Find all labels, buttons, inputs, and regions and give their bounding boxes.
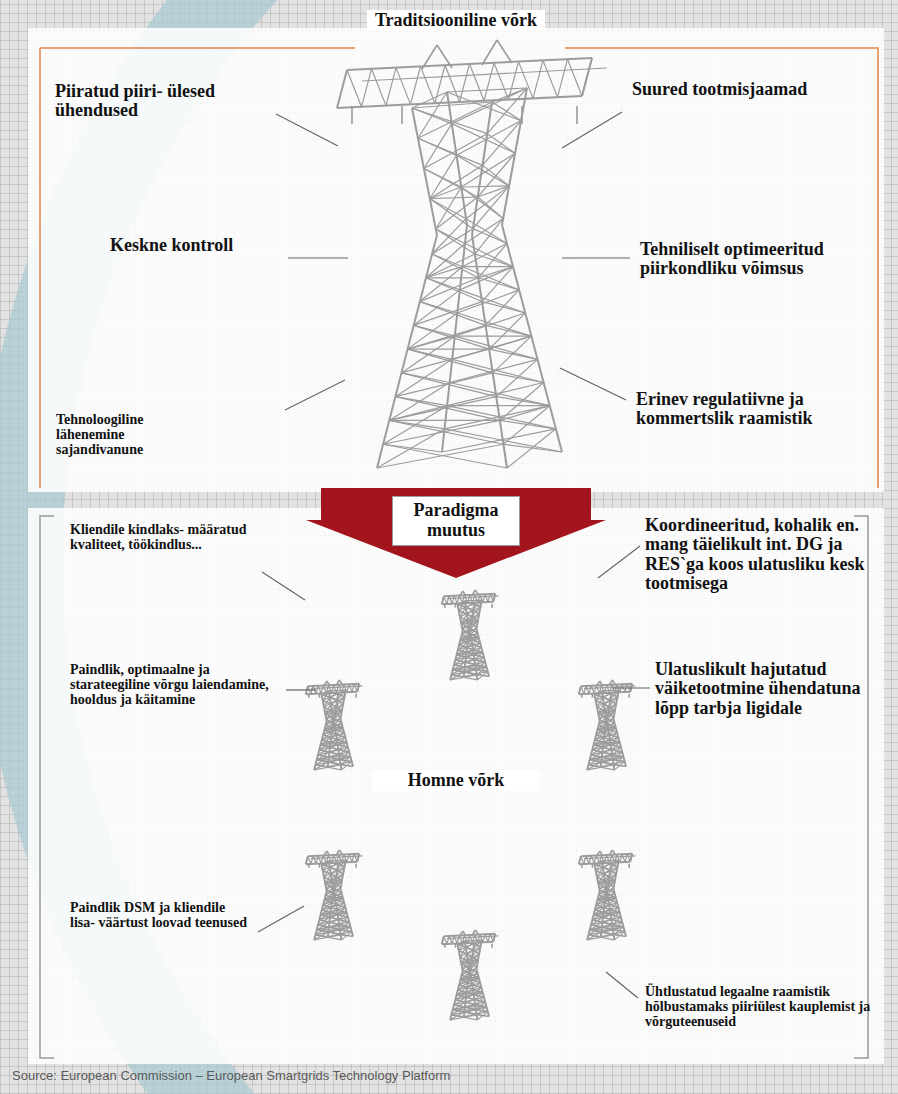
leader-lines: [258, 112, 650, 998]
tower-small: [306, 850, 363, 940]
tower-small: [579, 680, 636, 770]
ring-arc: [20, 0, 898, 1094]
tower-small: [579, 850, 636, 940]
callout-label: Keskne kontroll: [110, 236, 280, 255]
callout-label: Ulatuslikult hajutatud väiketootmine ühe…: [655, 660, 870, 718]
panel: Homne võrk: [28, 508, 884, 1064]
callout-label: Piiratud piiri- ülesed ühendused: [55, 82, 270, 121]
panel-title: Traditsiooniline võrk: [367, 10, 545, 31]
callout-label: Tehnoloogiline lähenemine sajandivanune: [56, 412, 206, 457]
panel-title: Homne võrk: [372, 770, 540, 791]
callout-label: Tehniliselt optimeeritud piirkondliku võ…: [640, 240, 840, 279]
tower-small: [306, 680, 363, 770]
callout-label: Paindlik DSM ja kliendile lisa- väärtust…: [70, 900, 250, 930]
callout-label: Ühtlustatud legaalne raamistik hõlbustam…: [645, 984, 877, 1029]
arrow-label: Paradigma muutus: [392, 496, 520, 546]
callout-label: Erinev regulatiivne ja kommertslik raami…: [636, 390, 851, 429]
callout-label: Suured tootmisjaamad: [632, 80, 822, 99]
callout-label: Koordineeritud, kohalik en. mang täielik…: [645, 516, 873, 594]
panel-bracket: [40, 516, 868, 1058]
tower-large: [337, 40, 607, 468]
callout-label: Paindlik, optimaalne ja starateegiline v…: [70, 662, 282, 707]
callout-label: Kliendile kindlaks- määratud kvaliteet, …: [70, 522, 255, 552]
block-arrow: [306, 488, 606, 578]
tower-small: [442, 590, 499, 680]
source-caption: Source: European Commission – European S…: [12, 1068, 450, 1083]
tower-small: [442, 930, 499, 1020]
